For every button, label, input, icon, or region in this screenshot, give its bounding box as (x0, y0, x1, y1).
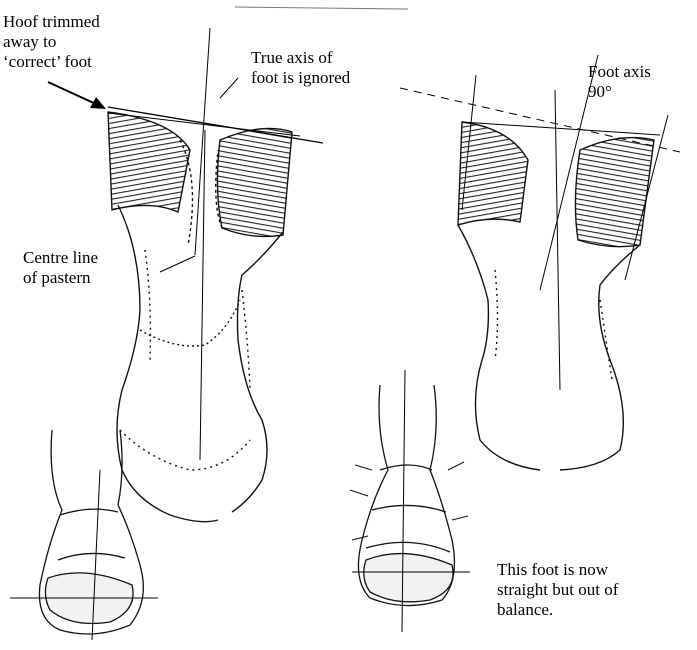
foot-axis-line-2: 90° (588, 82, 651, 102)
hoof-trimmed-line-2: away to (3, 32, 100, 52)
trim-arrow-shaft (48, 82, 98, 105)
foot-axis-label: Foot axis 90° (588, 62, 651, 102)
foot-axis-line-1: Foot axis (588, 62, 651, 82)
centre-line (200, 130, 205, 460)
axis-line-right-2 (555, 90, 560, 390)
centre-line-line-2: of pastern (23, 268, 98, 288)
hoof-trimmed-label: Hoof trimmed away to ‘correct’ foot (3, 12, 100, 72)
caption-label: This foot is now straight but out of bal… (497, 560, 618, 620)
centre-line-label: Centre line of pastern (23, 248, 98, 288)
hoof-trimmed-line-3: ‘correct’ foot (3, 52, 100, 72)
true-axis-line-2: foot is ignored (251, 68, 350, 88)
axis-leader (220, 78, 238, 98)
true-axis-line (195, 28, 210, 255)
hoof-trimmed-line-1: Hoof trimmed (3, 12, 100, 32)
top-edge-line (235, 7, 408, 9)
caption-line-3: balance. (497, 600, 618, 620)
centre-leader (160, 256, 195, 272)
small-foot-left (39, 430, 143, 634)
caption-line-2: straight but out of (497, 580, 618, 600)
centre-line-line-1: Centre line (23, 248, 98, 268)
caption-line-1: This foot is now (497, 560, 618, 580)
true-axis-label: True axis of foot is ignored (251, 48, 350, 88)
true-axis-line-1: True axis of (251, 48, 350, 68)
